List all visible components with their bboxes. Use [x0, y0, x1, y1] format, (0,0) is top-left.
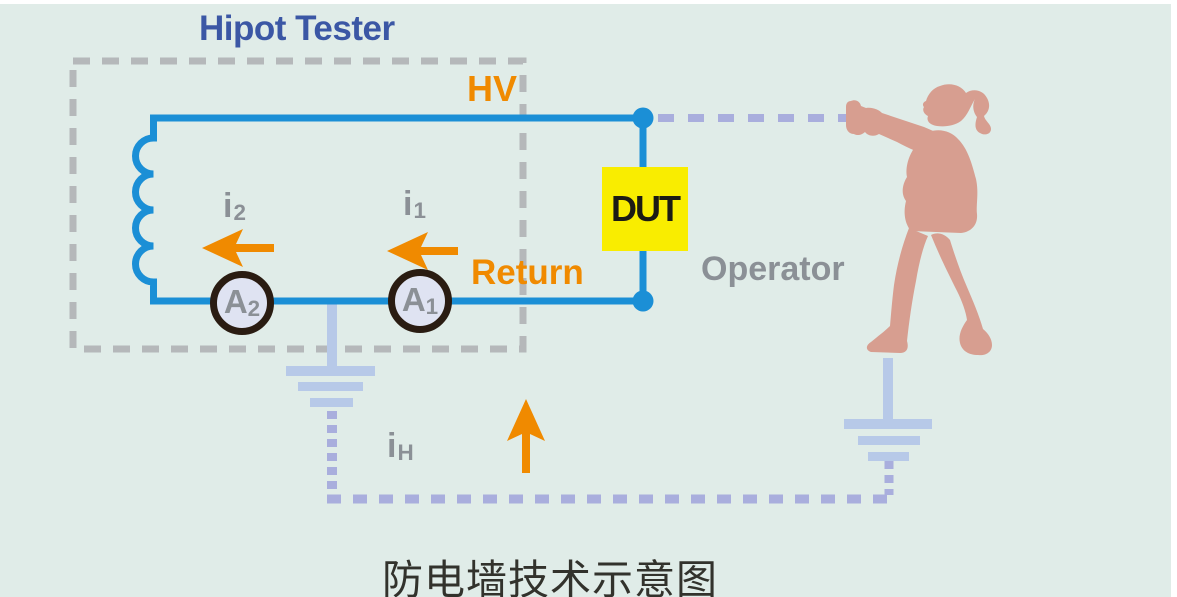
earth-ground-icon-right — [844, 358, 932, 461]
tester-dashed-border — [69, 57, 527, 353]
dut-label: DUT — [611, 188, 681, 229]
ammeter-a2-label: A2 — [223, 283, 261, 322]
diagram-title: 防电墙技术示意图 — [382, 557, 718, 597]
current-label-ih: iH — [387, 427, 414, 466]
current-arrow-ih — [507, 399, 545, 473]
return-node-dot — [632, 290, 654, 312]
current-label-i1: i1 — [403, 185, 426, 224]
circuit-wire-with-coil — [132, 114, 643, 305]
ammeter-a2: A2 — [210, 271, 274, 335]
current-label-i2: i2 — [223, 187, 246, 226]
operator-label: Operator — [701, 250, 845, 288]
ammeter-a1-label: A1 — [401, 281, 439, 320]
current-arrow-i1 — [387, 232, 458, 270]
earth-ground-icon-left — [286, 301, 375, 407]
current-arrow-i2 — [202, 229, 274, 267]
hipot-tester-label: Hipot Tester — [199, 9, 395, 48]
dut-box: DUT — [602, 167, 688, 251]
hv-label: HV — [467, 68, 518, 109]
operator-silhouette — [846, 84, 992, 356]
ammeter-a1: A1 — [388, 269, 452, 333]
hv-node-dot — [632, 107, 654, 129]
return-label: Return — [471, 253, 584, 292]
